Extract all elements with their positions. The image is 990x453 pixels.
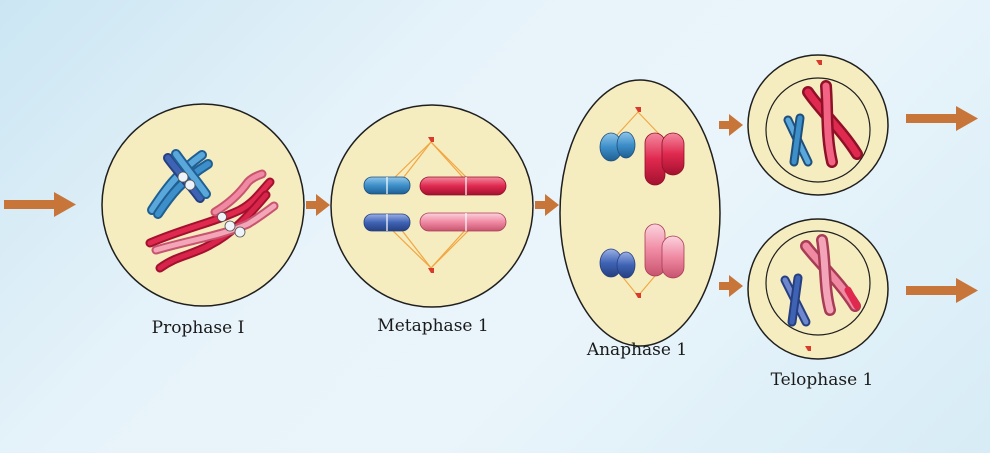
label-anaphase: Anaphase 1 xyxy=(586,340,688,360)
centriole-anaphase-top xyxy=(635,107,641,112)
chromosome-x-pink-bottom xyxy=(800,234,861,316)
chromosome-tetrad-blue xyxy=(147,149,213,219)
cell-prophase xyxy=(101,103,305,307)
chromatids-top xyxy=(599,131,685,186)
cell-anaphase xyxy=(559,79,721,347)
arrow-anaphase-telophase-top xyxy=(719,114,743,136)
cell-telophase-bottom xyxy=(747,218,889,360)
arrow-metaphase-anaphase xyxy=(535,194,559,216)
chromosome-x-red-top xyxy=(802,80,863,168)
centriole-bottom xyxy=(428,268,434,273)
chromosome-tetrad-red xyxy=(145,169,279,273)
label-prophase: Prophase I xyxy=(151,318,245,338)
chromosome-pink-bottom xyxy=(419,212,507,232)
centriole-telophase-top xyxy=(816,60,822,65)
chromosome-x-blue-top xyxy=(783,113,813,167)
label-telophase: Telophase 1 xyxy=(770,370,874,390)
cell-metaphase xyxy=(330,104,534,308)
centriole-telophase-bottom xyxy=(805,346,811,351)
label-metaphase: Metaphase 1 xyxy=(377,316,489,336)
arrow-anaphase-telophase-bottom xyxy=(719,275,743,297)
chromatids-bottom xyxy=(599,223,685,279)
chromosome-red-top xyxy=(419,176,507,196)
arrow-end-bottom xyxy=(906,278,978,303)
centriole-anaphase-bottom xyxy=(635,293,641,298)
chromosome-x-blue-bottom xyxy=(780,273,811,327)
arrow-prophase-metaphase xyxy=(306,194,330,216)
cell-telophase-top xyxy=(747,54,889,196)
arrow-end-top xyxy=(906,106,978,131)
centriole-top xyxy=(428,137,434,142)
arrow-start xyxy=(4,192,76,217)
